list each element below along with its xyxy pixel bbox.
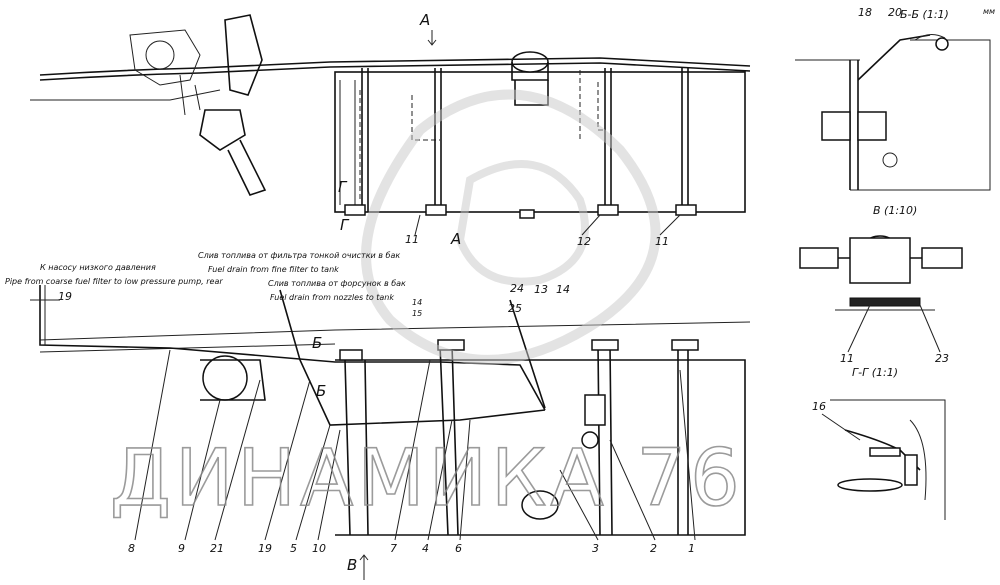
note-coarse-filter-en: Pipe from coarse fuel filter to low pres…: [5, 277, 223, 286]
view-b-title: В (1:10): [873, 204, 917, 217]
callout-21: 21: [210, 542, 224, 555]
callout-23: 23: [935, 352, 949, 365]
note-nozzles-ru: Слив топлива от форсунок в бак: [268, 279, 406, 288]
leader-lines: [134, 214, 941, 541]
note-fine-filter-en: Fuel drain from fine filter to tank: [208, 265, 339, 274]
callout-11b: 11: [655, 235, 669, 248]
callout-20: 20: [888, 6, 902, 19]
callout-14a: 14: [412, 298, 422, 307]
watermark-swirl: [361, 89, 661, 365]
callout-13: 13: [534, 283, 548, 296]
section-bb-sup: мм: [983, 7, 995, 16]
callout-11a: 11: [405, 233, 419, 246]
callout-19a: 19: [58, 290, 72, 303]
top-view-tank: [39, 51, 751, 219]
section-bb-title: Б-Б (1:1): [900, 8, 949, 21]
side-view-tank: [30, 285, 751, 536]
callout-5: 5: [290, 542, 297, 555]
note-nozzles-en: Fuel drain from nozzles to tank: [270, 293, 394, 302]
callout-25: 25: [508, 302, 522, 315]
section-gg: [830, 399, 946, 520]
callout-2: 2: [650, 542, 657, 555]
view-b: [799, 235, 963, 311]
callout-10: 10: [312, 542, 326, 555]
callout-14b: 14: [556, 283, 570, 296]
view-a-arrow: [427, 30, 437, 46]
callout-1: 1: [688, 542, 695, 555]
callout-11c: 11: [840, 352, 854, 365]
callout-4: 4: [422, 542, 429, 555]
callout-9: 9: [178, 542, 185, 555]
callout-8: 8: [128, 542, 135, 555]
engine-bracket-sketch: [30, 14, 267, 196]
callout-7: 7: [390, 542, 397, 555]
mark-g2: Г: [340, 216, 350, 234]
section-bb: [795, 34, 991, 191]
callout-16: 16: [812, 400, 826, 413]
note-low-pressure-pump-ru: К насосу низкого давления: [40, 263, 156, 272]
mark-g1: Г: [338, 178, 348, 196]
callout-19b: 19: [258, 542, 272, 555]
view-a-mid-label: А: [450, 230, 461, 248]
note-fine-filter-ru: Слив топлива от фильтра тонкой очистки в…: [198, 251, 400, 260]
callout-6: 6: [455, 542, 462, 555]
view-b-label: В: [347, 556, 357, 574]
callout-18: 18: [858, 6, 872, 19]
callout-15: 15: [412, 309, 422, 318]
callout-3: 3: [592, 542, 599, 555]
watermark-text: ДИНАМИКА 76: [110, 434, 744, 524]
mark-b1: Б: [312, 334, 322, 352]
view-a-top-label: А: [419, 11, 430, 29]
callout-12: 12: [577, 235, 591, 248]
callout-24: 24: [510, 282, 524, 295]
section-gg-title: Г-Г (1:1): [852, 366, 898, 379]
mark-b2: Б: [316, 382, 326, 400]
callouts: 1 2 3 4 5 6 7 8 9 10 11 11 11 12 13 14 1…: [58, 6, 949, 555]
view-b-arrow: [359, 554, 369, 580]
